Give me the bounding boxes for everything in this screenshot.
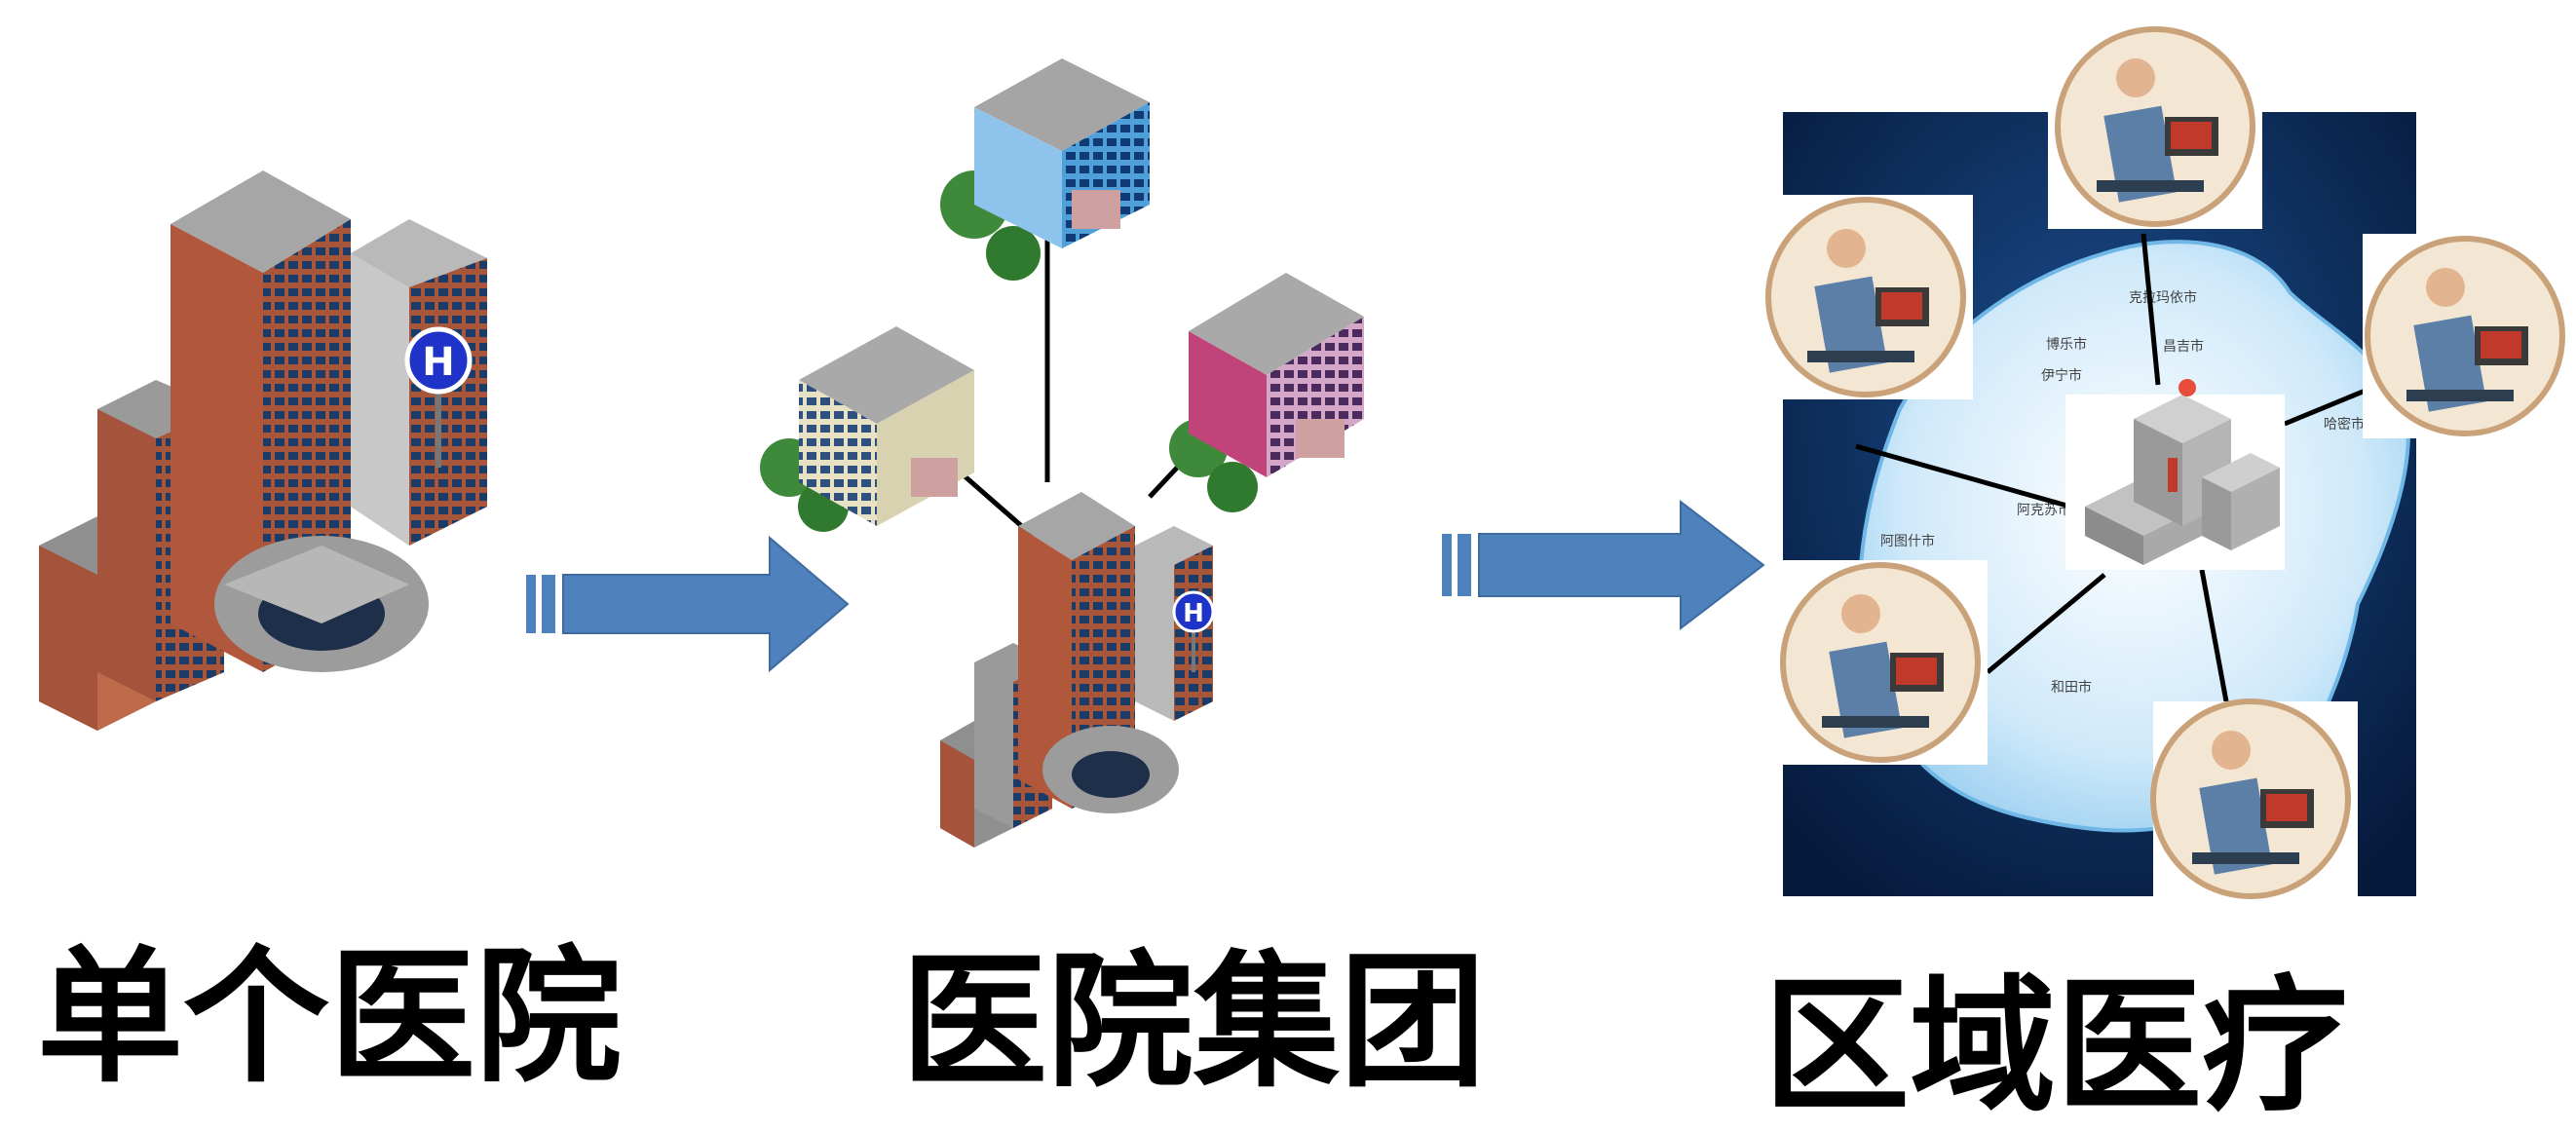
map-label: 伊宁市 [2041, 367, 2082, 384]
group-building-blue [940, 58, 1150, 281]
map-label: 博乐市 [2046, 336, 2087, 353]
group-main-hospital: H [940, 492, 1215, 848]
remote-user-lower-left [1783, 560, 1988, 765]
single-hospital-building: H [39, 170, 487, 731]
hospital-group: H [760, 58, 1364, 848]
remote-user-bottom [2153, 701, 2358, 906]
arrow-right-icon [1442, 499, 1765, 631]
caption-single-hospital: 单个医院 [37, 933, 623, 1103]
map-label: 克拉玛依市 [2129, 289, 2197, 306]
group-building-cream [760, 326, 974, 532]
remote-user-right [2363, 234, 2567, 438]
caption-regional-healthcare: 区域医疗 [1763, 962, 2349, 1132]
data-center-icon [2065, 379, 2285, 570]
hospital-sign-letter-small: H [1183, 599, 1204, 628]
map-label: 和田市 [2051, 679, 2092, 696]
remote-user-top [2048, 19, 2262, 229]
arrow-right-icon [526, 535, 850, 673]
group-building-pink [1169, 273, 1364, 512]
remote-user-upper-left [1759, 195, 1973, 399]
caption-hospital-group: 医院集团 [901, 938, 1487, 1108]
map-label: 阿图什市 [1880, 533, 1935, 549]
regional-healthcare-map: 哈密市 阿克苏市 昌吉市 克拉玛依市 博乐市 伊宁市 阿图什市 和田市 [1759, 19, 2567, 906]
hospital-sign-letter: H [422, 340, 454, 385]
map-label: 昌吉市 [2163, 338, 2204, 355]
map-label: 哈密市 [2324, 416, 2365, 433]
map-label: 阿克苏市 [2017, 502, 2071, 518]
